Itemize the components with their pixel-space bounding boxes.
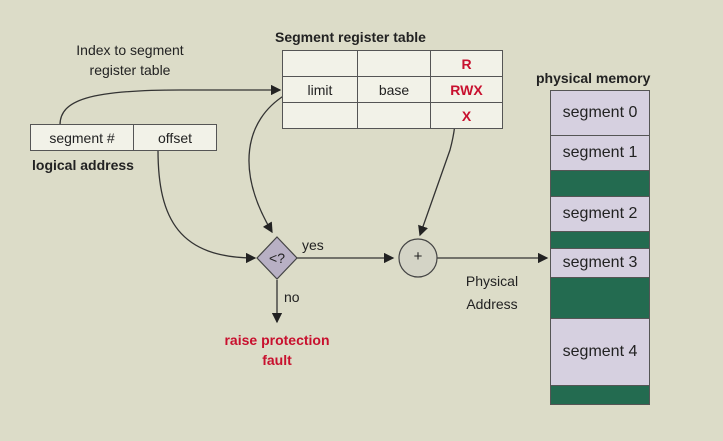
offset-cell: offset [133,124,217,151]
perm-x: X [430,102,503,129]
protection-fault-label: raise protection fault [224,332,330,368]
free-block [550,170,650,197]
base-cell: base [357,76,431,103]
memory-segment-4: segment 4 [550,318,650,386]
limit-cell: limit [282,76,358,103]
adder-symbol: + [413,248,423,265]
memory-segment-1: segment 1 [550,135,650,171]
free-block [550,231,650,249]
table-cell [282,102,358,129]
free-block [550,277,650,319]
logical-address-label: logical address [32,157,134,173]
yes-label: yes [302,237,324,253]
perm-r: R [430,50,503,77]
compare-symbol: <? [269,250,285,266]
table-cell [357,102,431,129]
index-arrow [59,84,282,126]
adder-circle [398,238,438,278]
segment-table-title: Segment register table [275,29,426,45]
memory-segment-0: segment 0 [550,90,650,136]
perm-rwx: RWX [430,76,503,103]
table-cell [357,50,431,77]
memory-segment-3: segment 3 [550,248,650,278]
offset-arrow [157,149,257,264]
limit-arrow [248,94,286,234]
no-label: no [284,289,300,305]
free-block [550,385,650,405]
physical-memory-title: physical memory [536,70,651,86]
table-cell [282,50,358,77]
index-label: Index to segment register table [76,42,184,78]
physical-address-label: Physical Address [465,273,519,312]
segment-number-cell: segment # [30,124,134,151]
memory-segment-2: segment 2 [550,196,650,232]
compare-diamond [256,236,298,280]
